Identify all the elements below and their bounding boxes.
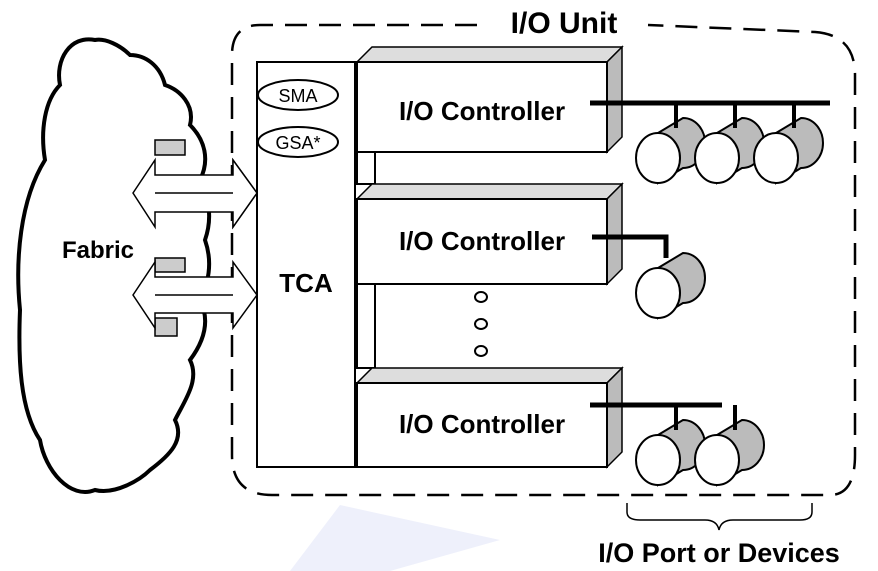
sma-agent: SMA	[257, 79, 339, 111]
devices-controller-1	[590, 100, 830, 185]
devices-label: I/O Port or Devices	[598, 538, 840, 568]
link-depth-face	[154, 139, 186, 156]
io-unit-title: I/O Unit	[511, 7, 618, 40]
controller-box	[356, 61, 608, 153]
controller-top-face	[355, 367, 624, 384]
tca-block	[256, 61, 356, 468]
controller-side-face	[606, 45, 623, 154]
devices-brace	[626, 503, 813, 531]
io-controller-3: I/O Controller	[355, 366, 624, 469]
ellipsis-dot	[474, 291, 488, 303]
agent-oval	[257, 79, 339, 111]
watermark-shape	[290, 505, 500, 571]
gsa-agent: GSA*	[257, 126, 339, 158]
disk-icon	[635, 405, 707, 487]
devices-controller-2	[592, 234, 707, 320]
fabric-link-upper	[132, 139, 258, 230]
io-controller-1: I/O Controller	[355, 45, 624, 154]
ellipsis-dot	[474, 345, 488, 357]
bus-segment	[356, 283, 376, 369]
link-depth-face	[154, 257, 186, 273]
controller-label: I/O Controller	[399, 409, 565, 439]
disk-icon	[694, 103, 766, 185]
controller-top-face	[355, 46, 624, 63]
sma-label: SMA	[278, 86, 317, 106]
link-depth-face	[154, 317, 178, 337]
ellipsis-dot	[474, 318, 488, 330]
fabric-link-lower	[132, 257, 258, 337]
controller-side-face	[606, 366, 623, 469]
disk-icon	[635, 103, 707, 185]
controller-box	[356, 198, 608, 285]
internal-bus	[356, 151, 376, 369]
disk-icon	[753, 103, 825, 185]
devices-controller-3	[590, 402, 766, 487]
controller-top-face	[355, 183, 624, 200]
agent-oval	[257, 126, 339, 158]
io-controller-2: I/O Controller	[355, 182, 624, 286]
controller-side-face	[606, 182, 623, 286]
controller-box	[356, 382, 608, 468]
bus-segment	[356, 151, 376, 185]
gsa-label: GSA*	[275, 133, 320, 153]
device-bus	[592, 234, 669, 258]
io-unit-boundary	[230, 23, 857, 497]
tca-label: TCA	[279, 268, 333, 298]
disk-icon	[694, 405, 766, 487]
fabric-label: Fabric	[62, 237, 134, 264]
disk-icon	[635, 251, 707, 320]
controller-label: I/O Controller	[399, 96, 565, 126]
more-controllers-ellipsis	[474, 291, 488, 357]
controller-label: I/O Controller	[399, 226, 565, 256]
